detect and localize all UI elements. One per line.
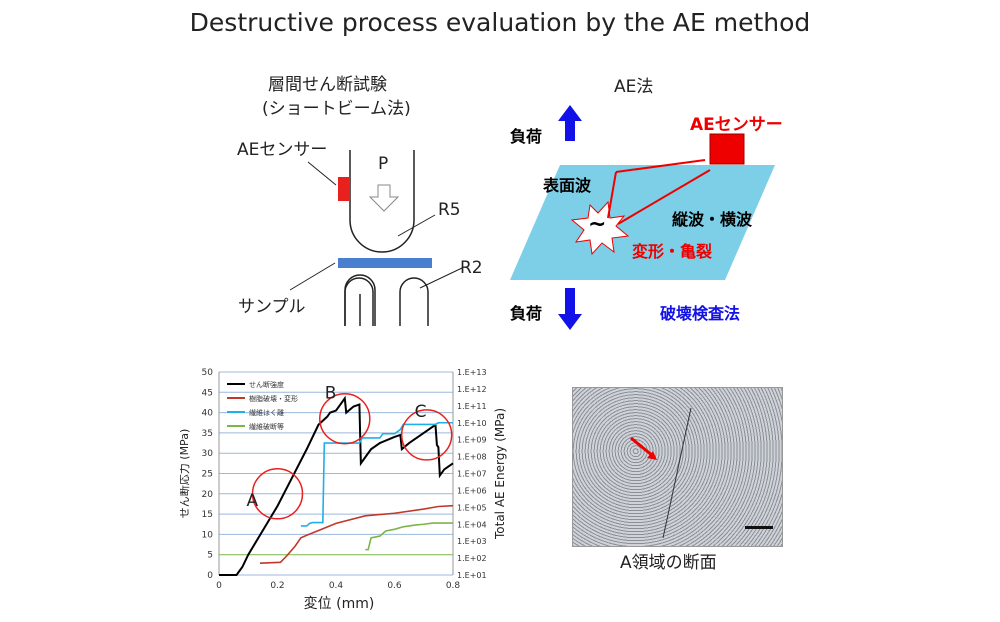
y-tick-label: 0 xyxy=(207,571,213,581)
ae-sensor-label: AEセンサー xyxy=(690,115,783,135)
y2-tick-label: 1.E+10 xyxy=(457,419,487,428)
y-tick-label: 5 xyxy=(207,551,213,561)
y-tick-label: 30 xyxy=(202,449,214,459)
annotation-label: B xyxy=(325,384,337,404)
sample-label: サンプル xyxy=(238,297,306,317)
annotation-circle xyxy=(319,392,371,445)
test-title: 層間せん断試験 xyxy=(268,75,387,95)
load-up-arrow-icon xyxy=(558,105,582,141)
r2-label: R2 xyxy=(460,258,483,278)
y2-tick-label: 1.E+12 xyxy=(457,385,487,394)
annotation-label: C xyxy=(415,402,427,422)
y2-tick-label: 1.E+13 xyxy=(457,368,487,377)
load-bottom-label: 負荷 xyxy=(510,304,543,323)
body-wave-label: 縦波・横波 xyxy=(672,210,753,229)
y2-tick-label: 1.E+07 xyxy=(457,470,487,479)
y2-tick-label: 1.E+06 xyxy=(457,486,487,495)
ae-sensor xyxy=(338,177,350,201)
shear-ae-chart: 0 5 10 15 20 25 30 35 40 45 50 1.E+01 1.E+02 1.E+03 1.… xyxy=(180,368,507,612)
x-tick-label: 0.4 xyxy=(329,581,344,591)
y-axis-label: せん断応力 (MPa) xyxy=(180,429,191,518)
test-subtitle: (ショートビーム法) xyxy=(262,99,411,119)
figure-title: Destructive process evaluation by the AE… xyxy=(189,8,811,37)
series-line-3 xyxy=(365,522,453,551)
annotation-circle xyxy=(400,409,453,461)
y-tick-label: 45 xyxy=(202,388,213,398)
load-p-label: P xyxy=(378,154,389,174)
support-right xyxy=(399,277,429,326)
annotation-circle xyxy=(251,468,304,520)
ae-sensor-box xyxy=(709,133,745,165)
y2-axis-label: Total AE Energy (MPa) xyxy=(493,408,507,540)
load-arrow-icon xyxy=(368,184,400,212)
y2-tick-label: 1.E+01 xyxy=(457,571,487,580)
load-down-arrow-icon xyxy=(558,288,582,330)
y2-tick-label: 1.E+08 xyxy=(457,453,487,462)
surface-wave-label: 表面波 xyxy=(543,176,592,195)
series-line-1 xyxy=(259,504,454,564)
cross-section-photo xyxy=(572,387,783,547)
annotation-label: A xyxy=(247,491,259,511)
deformation-label: 変形・亀裂 xyxy=(632,242,713,261)
y-tick-label: 25 xyxy=(202,470,213,480)
y-tick-label: 10 xyxy=(202,530,214,540)
x-axis-label: 変位 (mm) xyxy=(304,595,375,612)
legend-label: 樹脂破壊・変形 xyxy=(249,394,298,403)
short-beam-diagram xyxy=(289,150,463,326)
ae-method-diagram xyxy=(510,105,775,330)
series-line-2 xyxy=(300,421,453,527)
loading-nose xyxy=(349,150,415,253)
x-tick-label: 0.6 xyxy=(387,581,402,591)
legend-label: 繊維破断等 xyxy=(249,422,284,431)
sensor-label: AEセンサー xyxy=(237,140,328,160)
y-tick-label: 40 xyxy=(202,409,214,419)
ndt-label: 破壊検査法 xyxy=(660,304,741,323)
y-tick-label: 20 xyxy=(202,490,214,500)
r5-label: R5 xyxy=(438,200,461,220)
legend-label: せん断強度 xyxy=(249,380,284,389)
x-tick-label: 0 xyxy=(216,581,222,591)
x-tick-label: 0.2 xyxy=(270,581,284,591)
legend-label: 繊維はく離 xyxy=(249,408,284,417)
y2-tick-label: 1.E+04 xyxy=(457,520,487,529)
material-plate xyxy=(510,165,775,280)
y2-tick-label: 1.E+11 xyxy=(457,402,487,411)
y-tick-label: 35 xyxy=(202,429,213,439)
ae-method-title: AE法 xyxy=(614,77,654,97)
photo-caption: A領域の断面 xyxy=(620,553,717,573)
y2-tick-label: 1.E+09 xyxy=(457,436,487,445)
y2-tick-label: 1.E+03 xyxy=(457,537,487,546)
sample-bar xyxy=(338,258,432,268)
x-tick-label: 0.8 xyxy=(446,581,461,591)
y-tick-label: 15 xyxy=(202,510,213,520)
y-tick-label: 50 xyxy=(202,368,214,378)
support-left xyxy=(344,277,374,326)
load-top-label: 負荷 xyxy=(510,127,543,146)
y2-tick-label: 1.E+02 xyxy=(457,554,487,563)
tilde-symbol: ~ xyxy=(588,212,607,237)
y2-tick-label: 1.E+05 xyxy=(457,503,487,512)
